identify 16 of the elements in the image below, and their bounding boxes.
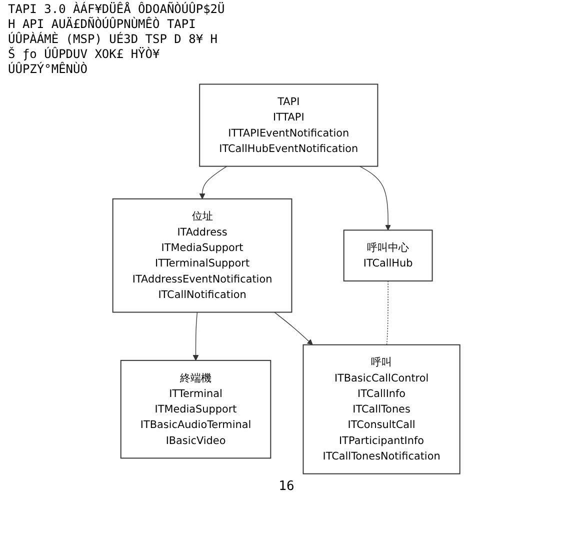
text-line: H API AUÄ£DÑÒÚÛPNÙMÊÒ TAPI	[8, 17, 197, 32]
connector	[386, 280, 389, 346]
text-line: Š ƒo ÚÛPDUV XOK£ HŸÒ¥	[8, 47, 161, 62]
node-box: 呼叫中心 ITCallHub	[344, 230, 433, 282]
page-number: 16	[278, 479, 296, 494]
node-box: 呼叫 ITBasicCallControl ITCallInfo ITCallTones ITConsultCall ITParticipantInfo ITCallTonesNotification	[302, 344, 460, 474]
arrow	[193, 312, 199, 361]
arrow	[360, 166, 392, 230]
arrow	[274, 312, 313, 346]
text-line: ÚÛPZÝ°MÊNÙÒ	[8, 62, 88, 77]
node-box: TAPI ITTAPI ITTAPIEventNotification ITCallHubEventNotification	[199, 84, 378, 167]
node-box: 位址 ITAddress ITMediaSupport ITTerminalSupport ITAddressEventNotification ITCallNotification	[112, 198, 292, 313]
arrow	[200, 166, 228, 200]
text-line: TAPI 3.0 ÀÁF¥DÜÊÅ ÔDOAÑÒÚÛP$2Ü	[8, 2, 226, 16]
node-box: 終端機 ITTerminal ITMediaSupport ITBasicAudioTerminal IBasicVideo	[120, 360, 272, 459]
text-line: ÚÛPÀÁMÈ (MSP) UÉ3D TSP D 8¥ H	[8, 32, 219, 46]
